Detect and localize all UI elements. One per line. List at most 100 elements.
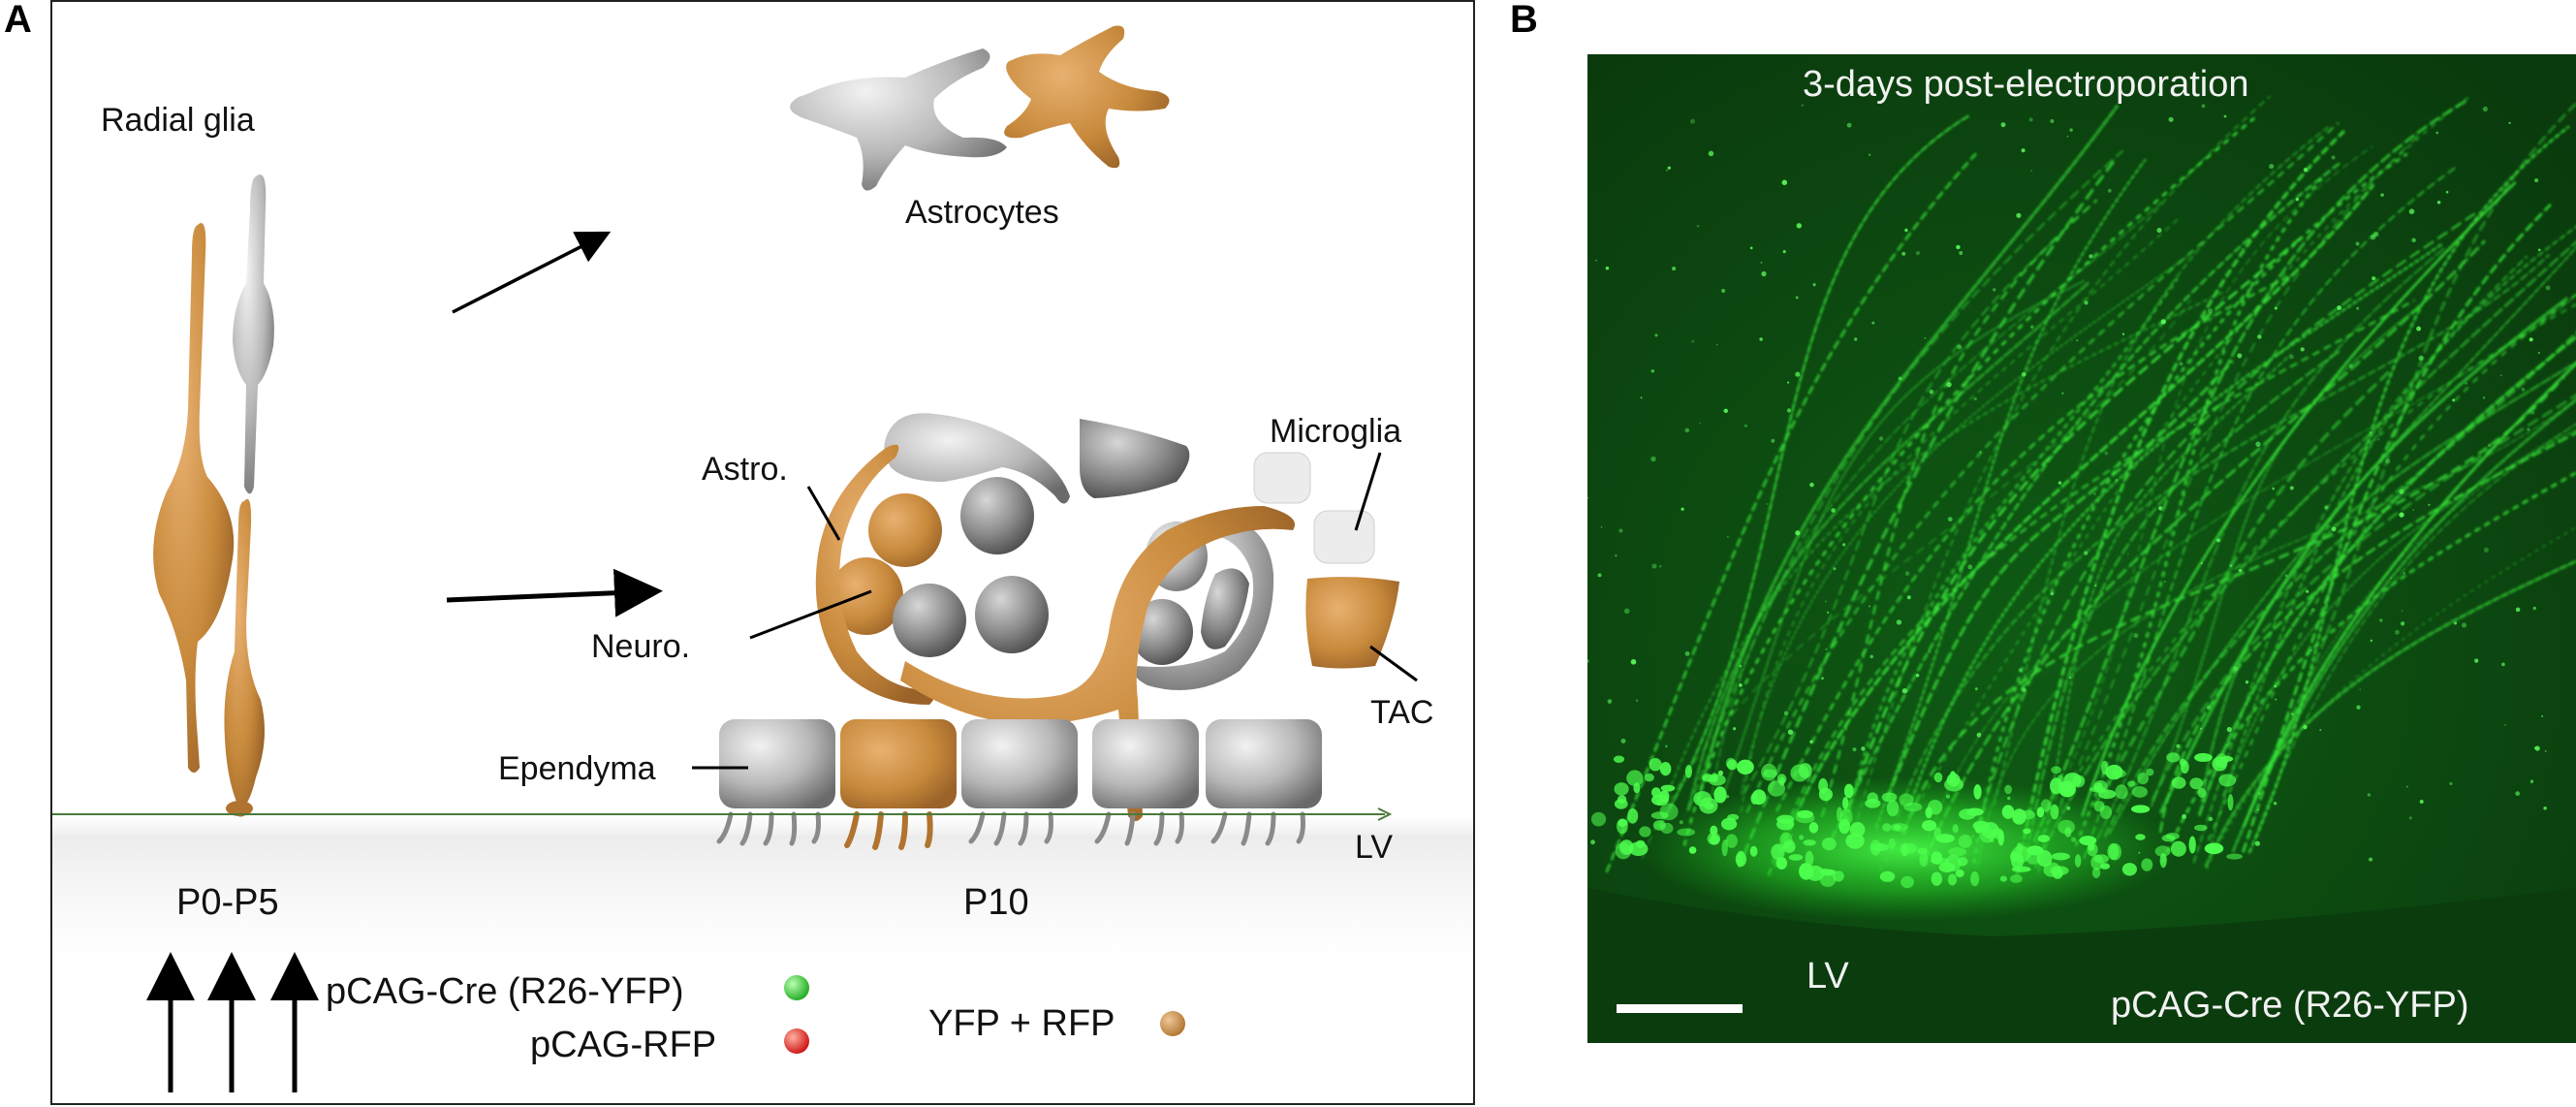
fluorescent-punctum	[2255, 441, 2261, 447]
svz-soma	[1970, 871, 1980, 887]
fluorescent-punctum	[1967, 564, 1973, 570]
fluorescent-punctum	[2452, 398, 2456, 402]
svz-soma	[1808, 822, 1819, 834]
svz-soma	[1771, 843, 1785, 861]
fluorescent-punctum	[2093, 492, 2096, 495]
fluorescent-punctum	[2527, 427, 2530, 431]
glia-fiber	[1721, 280, 2086, 799]
fluorescent-punctum	[1915, 251, 1920, 256]
panel-b-letter: B	[1510, 0, 1538, 41]
fluorescent-punctum	[2284, 574, 2288, 578]
svz-soma	[1882, 823, 1892, 832]
fluorescent-punctum	[2275, 698, 2278, 701]
glia-fiber	[1605, 152, 1977, 873]
fluorescent-punctum	[1901, 688, 1908, 694]
fluorescent-punctum	[1717, 770, 1724, 776]
svz-soma	[1651, 794, 1669, 807]
fluorescent-punctum	[1696, 224, 1700, 228]
fluorescent-punctum	[1853, 337, 1858, 341]
niche-grey-cell-3	[975, 576, 1049, 653]
fluorescent-punctum	[2237, 353, 2243, 359]
fluorescent-punctum	[1783, 711, 1789, 716]
svz-somata	[1590, 752, 2243, 889]
fluorescent-punctum	[2380, 284, 2383, 287]
astrocyte-grey	[790, 48, 1007, 191]
fluorescent-punctum	[2534, 746, 2537, 749]
fluorescent-punctum	[1924, 336, 1927, 339]
svz-soma	[2141, 858, 2153, 871]
ependyma-cell-2-orange	[840, 719, 957, 808]
glia-fiber	[1972, 152, 2408, 865]
niche-orange-neuroblast-2	[830, 557, 903, 635]
glia-fiber	[2015, 130, 2345, 875]
fluorescent-punctum	[2435, 131, 2439, 135]
fluorescent-punctum	[1795, 371, 1801, 377]
fluorescent-punctum	[1650, 456, 1656, 462]
panel-b-lv-label: LV	[1806, 956, 1849, 996]
fluorescent-punctum	[2541, 714, 2544, 717]
fluorescent-punctum	[2369, 857, 2373, 862]
fluorescent-punctum	[1946, 382, 1952, 388]
niche-grey-elongated-cell	[884, 413, 1070, 504]
fluorescent-punctum	[2356, 306, 2360, 310]
svz-soma	[2001, 805, 2015, 819]
svz-soma	[2012, 808, 2026, 825]
fluorescent-punctum	[2379, 618, 2383, 622]
fluorescent-punctum	[2200, 562, 2203, 564]
svz-soma	[1890, 823, 1908, 832]
svz-soma	[1749, 845, 1758, 857]
glia-fiber	[1908, 243, 2443, 807]
fluorescent-punctum	[1595, 259, 1597, 262]
svz-soma	[2194, 824, 2208, 832]
fluorescent-punctum	[2370, 234, 2376, 240]
glia-fiber	[2210, 428, 2576, 850]
label-astrocytes: Astrocytes	[905, 194, 1059, 231]
fluorescent-punctum	[2408, 208, 2415, 214]
fluorescent-punctum	[2416, 326, 2422, 332]
fluorescent-punctum	[2272, 487, 2276, 490]
fluorescent-punctum	[2021, 371, 2026, 377]
fluorescent-punctum	[2288, 354, 2295, 360]
fluorescent-punctum	[2000, 122, 2006, 128]
fluorescent-punctum	[1929, 389, 1934, 395]
glia-fiber	[2083, 166, 2458, 860]
fluorescent-punctum	[1871, 321, 1875, 325]
radial-glia-grey-cell	[233, 174, 274, 494]
svz-soma	[1626, 770, 1644, 786]
svz-soma	[2057, 775, 2064, 787]
fluorescent-punctum	[2324, 505, 2329, 510]
fluorescent-punctum	[1896, 619, 1902, 625]
fluorescent-punctum	[2529, 779, 2534, 783]
fluorescent-punctum	[2226, 726, 2232, 733]
fluorescent-punctum	[2449, 782, 2453, 785]
fluorescent-punctum	[1787, 729, 1794, 735]
svz-soma	[1727, 813, 1740, 821]
fluorescent-punctum	[2245, 680, 2249, 684]
svz-soma	[1819, 871, 1837, 887]
scale-bar	[1617, 1004, 1743, 1013]
svz-soma	[1973, 784, 1982, 800]
svz-soma	[1615, 842, 1632, 860]
fluorescent-punctum	[2445, 190, 2449, 194]
svz-soma	[2137, 772, 2150, 785]
panel-b-micrograph: 3-days post-electroporation LV pCAG-Cre …	[1587, 54, 2576, 1043]
svz-soma	[1901, 875, 1914, 889]
glia-fiber	[1683, 117, 2255, 846]
fluorescent-punctum	[2030, 170, 2033, 172]
fluorescent-punctum	[1708, 150, 1714, 157]
fluorescent-punctum	[2104, 451, 2109, 456]
fluorescent-punctum	[2208, 816, 2214, 822]
svz-soma	[1870, 843, 1890, 852]
panel-a-letter: A	[4, 0, 32, 41]
svz-soma	[1944, 854, 1962, 872]
fluorescent-punctum	[2500, 662, 2505, 667]
fluorescent-punctum	[2089, 254, 2093, 259]
fluorescent-punctum	[2069, 677, 2072, 680]
glia-fiber	[1768, 299, 2415, 876]
fluorescent-punctum	[2242, 247, 2245, 250]
fluorescent-punctum	[1878, 436, 1884, 441]
fluorescent-punctum	[1726, 535, 1729, 538]
fluorescent-punctum	[1720, 288, 1726, 294]
svz-soma	[1955, 870, 1964, 877]
svz-soma	[2226, 853, 2243, 860]
